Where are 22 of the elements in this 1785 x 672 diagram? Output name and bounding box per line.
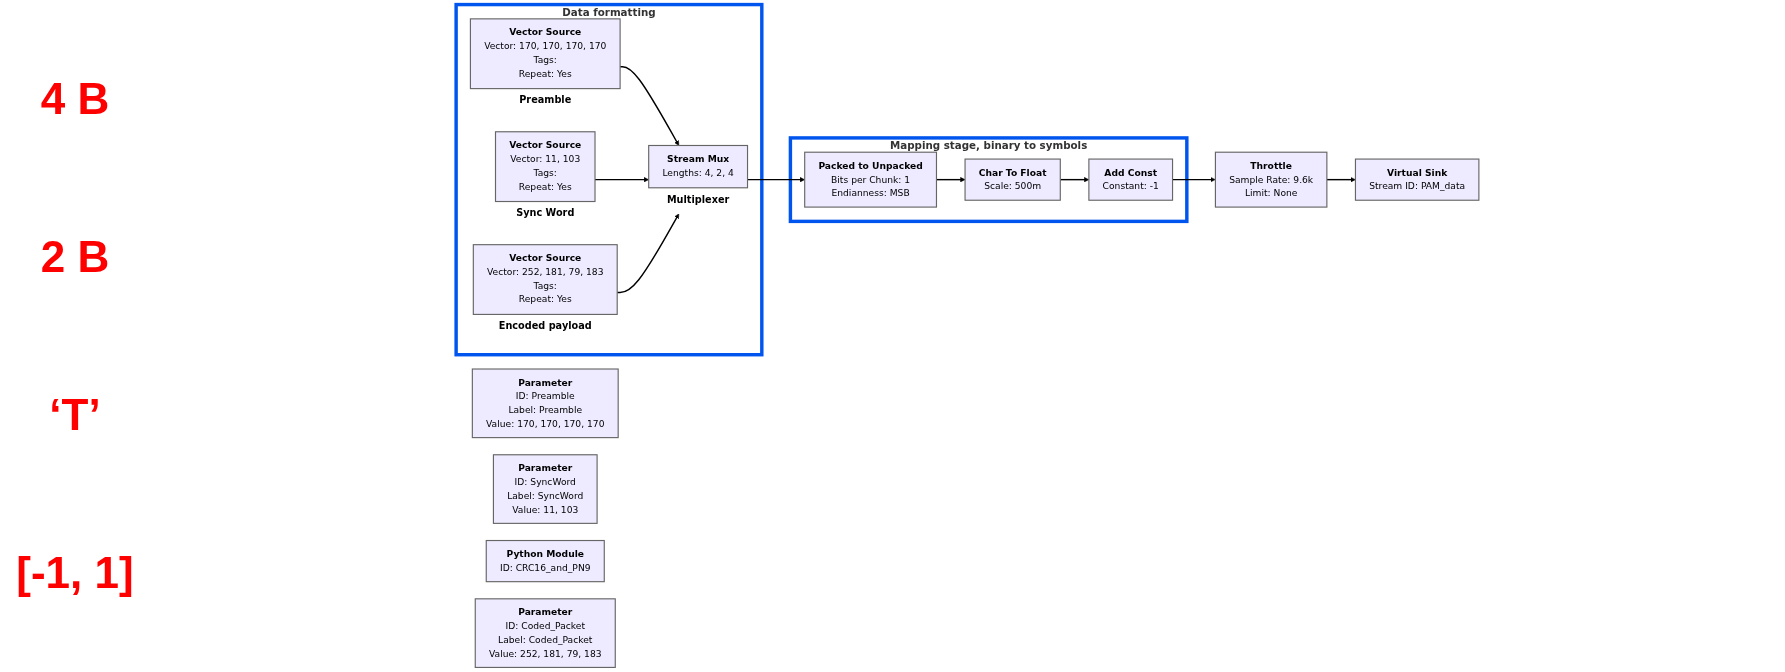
- annotation-text: ‘T’: [48, 390, 102, 440]
- node-box: Stream Mux Lengths: 4, 2, 4: [648, 144, 749, 189]
- node-label: Preamble: [519, 94, 572, 106]
- annotation-text: [-1, 1]: [15, 548, 135, 598]
- node-box: Parameter ID: Preamble Label: Preamble Value: 170, 170, 170, 170: [471, 368, 619, 439]
- node-box: Vector Source Vector: 11, 103 Tags: Repeat: Yes: [494, 131, 596, 203]
- node-box: Add Const Constant: -1: [1088, 158, 1174, 201]
- node-box: Virtual Sink Stream ID: PAM_data: [1354, 158, 1480, 201]
- node-label: Sync Word: [516, 207, 575, 219]
- node-box: Vector Source Vector: 252, 181, 79, 183 Tags: Repeat: Yes: [472, 244, 618, 315]
- arrow: [1326, 177, 1356, 183]
- node-box: Throttle Sample Rate: 9.6k Limit: None: [1214, 151, 1328, 208]
- node-box: Parameter ID: Coded_Packet Label: Coded_Packet Value: 252, 181, 79, 183: [474, 598, 616, 668]
- node-box: Packed to Unpacked Bits per Chunk: 1 Endianness: MSB: [804, 151, 938, 208]
- annotation-text: 4 B: [39, 74, 111, 124]
- node-label: Encoded payload: [498, 320, 592, 332]
- node-label: Multiplexer: [666, 193, 730, 205]
- node-box: Parameter ID: SyncWord Label: SyncWord Value: 11, 103: [492, 454, 598, 524]
- annotation-text: 2 B: [39, 232, 111, 282]
- node-box: Char To Float Scale: 500m: [964, 158, 1061, 201]
- node-box: Vector Source Vector: 170, 170, 170, 170 Tags: Repeat: Yes: [469, 18, 621, 90]
- node-box: Python Module ID: CRC16_and_PN9: [485, 539, 605, 583]
